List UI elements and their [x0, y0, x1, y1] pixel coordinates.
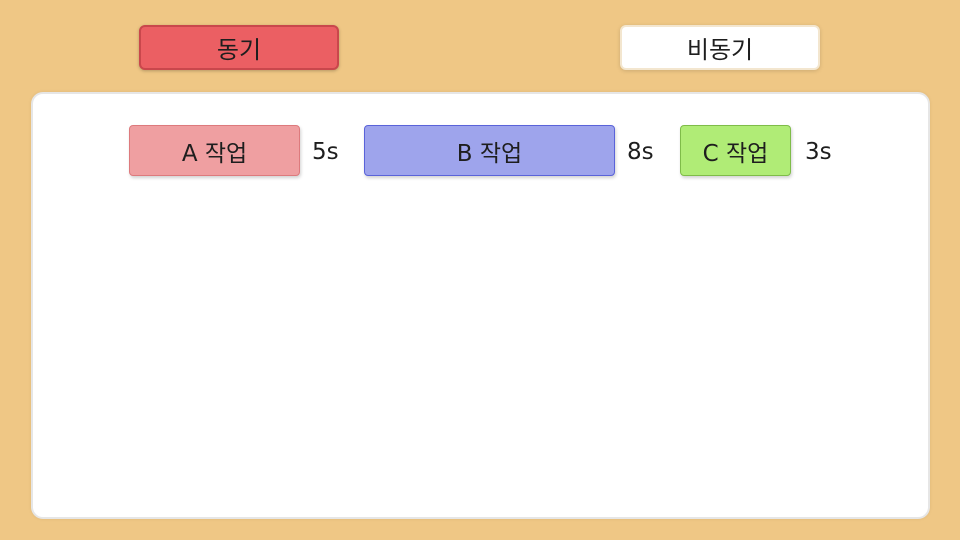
- task-b-block: B 작업: [364, 125, 615, 176]
- task-c-block: C 작업: [680, 125, 791, 176]
- task-b-duration: 8s: [627, 139, 654, 165]
- task-c-label: C 작업: [702, 140, 769, 167]
- task-c-duration: 3s: [805, 139, 832, 165]
- task-b-label: B 작업: [456, 140, 523, 167]
- task-a-block: A 작업: [129, 125, 300, 176]
- sync-mode-label: 동기: [216, 36, 262, 64]
- async-mode-label: 비동기: [686, 36, 754, 64]
- async-mode-button[interactable]: 비동기: [620, 25, 820, 70]
- sync-mode-button[interactable]: 동기: [139, 25, 339, 70]
- task-a-label: A 작업: [181, 140, 248, 167]
- task-a-duration: 5s: [312, 139, 339, 165]
